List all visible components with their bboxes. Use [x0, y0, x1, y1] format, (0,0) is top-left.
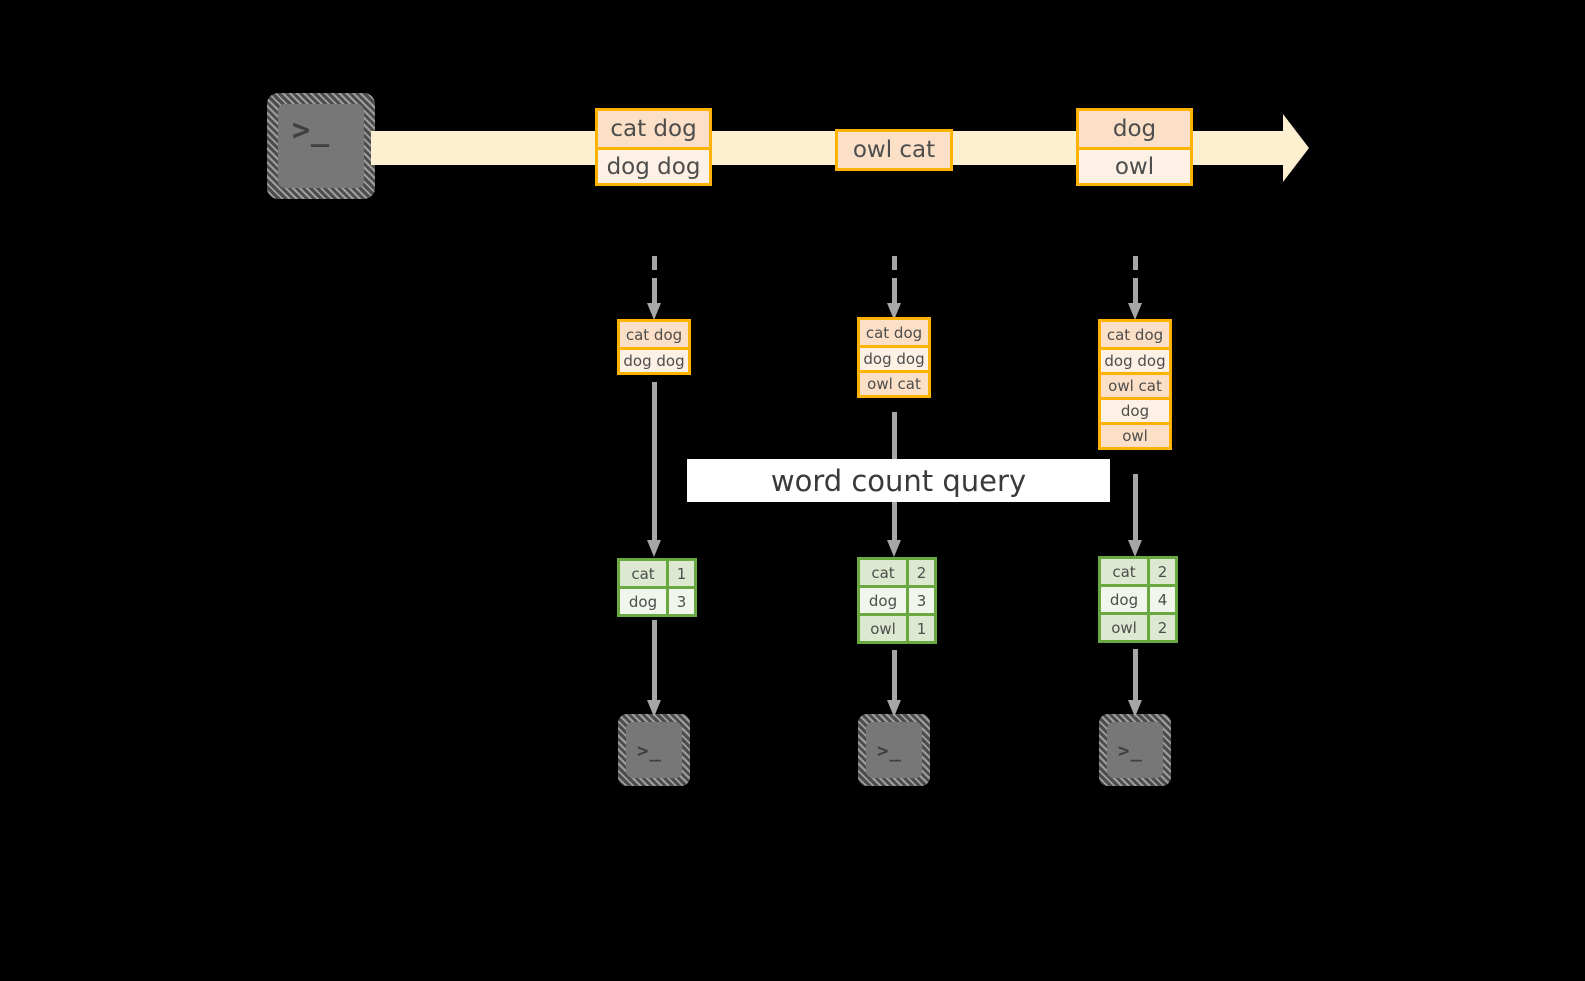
result-table-column-3: cat 2 dog 4 owl 2: [1098, 556, 1178, 643]
timeline-record-batch-2: owl cat: [835, 129, 953, 171]
sink-terminal-icon-column-2: >_: [858, 714, 930, 786]
table-row: cat 2: [860, 560, 934, 585]
stream-timeline-arrowhead-icon: [1283, 114, 1309, 182]
result-count: 1: [666, 561, 694, 586]
record-line: owl cat: [860, 370, 928, 395]
terminal-prompt-glyph: >_: [292, 113, 331, 148]
result-word: cat: [1101, 559, 1147, 584]
sink-terminal-icon-column-3: >_: [1099, 714, 1171, 786]
record-line: owl cat: [838, 132, 950, 168]
result-count: 3: [666, 589, 694, 614]
record-line: cat dog: [598, 111, 709, 147]
record-line: cat dog: [1101, 322, 1169, 347]
result-count: 3: [906, 588, 934, 613]
result-word: cat: [860, 560, 906, 585]
accumulated-records-column-1: cat dog dog dog: [617, 319, 691, 375]
result-count: 2: [1147, 559, 1175, 584]
table-row: owl 2: [1101, 612, 1175, 640]
terminal-prompt-glyph: >_: [1118, 740, 1143, 762]
terminal-prompt-glyph: >_: [877, 740, 902, 762]
record-line: dog dog: [620, 347, 688, 372]
terminal-screen: >_: [1107, 722, 1163, 778]
result-word: owl: [1101, 615, 1147, 640]
timeline-record-batch-1: cat dog dog dog: [595, 108, 712, 186]
table-row: dog 4: [1101, 584, 1175, 612]
table-row: owl 1: [860, 613, 934, 641]
record-line: owl cat: [1101, 372, 1169, 397]
terminal-screen: >_: [866, 722, 922, 778]
record-line: dog dog: [1101, 347, 1169, 372]
terminal-prompt-glyph: >_: [637, 740, 662, 762]
table-row: dog 3: [620, 586, 694, 614]
result-count: 2: [906, 560, 934, 585]
table-row: cat 1: [620, 561, 694, 586]
table-row: dog 3: [860, 585, 934, 613]
result-table-column-1: cat 1 dog 3: [617, 558, 697, 617]
source-terminal-icon: >_: [267, 93, 375, 199]
record-line: owl: [1101, 422, 1169, 447]
result-word: dog: [860, 588, 906, 613]
result-word: owl: [860, 616, 906, 641]
sink-terminal-icon-column-1: >_: [618, 714, 690, 786]
accumulated-records-column-2: cat dog dog dog owl cat: [857, 317, 931, 398]
record-line: owl: [1079, 147, 1190, 183]
result-count: 2: [1147, 615, 1175, 640]
record-line: dog dog: [860, 345, 928, 370]
record-line: cat dog: [620, 322, 688, 347]
accumulated-records-column-3: cat dog dog dog owl cat dog owl: [1098, 319, 1172, 450]
record-line: dog: [1079, 111, 1190, 147]
result-word: cat: [620, 561, 666, 586]
timeline-record-batch-3: dog owl: [1076, 108, 1193, 186]
result-word: dog: [620, 589, 666, 614]
result-count: 1: [906, 616, 934, 641]
result-count: 4: [1147, 587, 1175, 612]
record-line: dog: [1101, 397, 1169, 422]
query-label: word count query: [687, 459, 1110, 502]
query-label-text: word count query: [770, 463, 1027, 498]
table-row: cat 2: [1101, 559, 1175, 584]
terminal-screen: >_: [278, 104, 364, 188]
record-line: dog dog: [598, 147, 709, 183]
result-table-column-2: cat 2 dog 3 owl 1: [857, 557, 937, 644]
terminal-screen: >_: [626, 722, 682, 778]
result-word: dog: [1101, 587, 1147, 612]
record-line: cat dog: [860, 320, 928, 345]
